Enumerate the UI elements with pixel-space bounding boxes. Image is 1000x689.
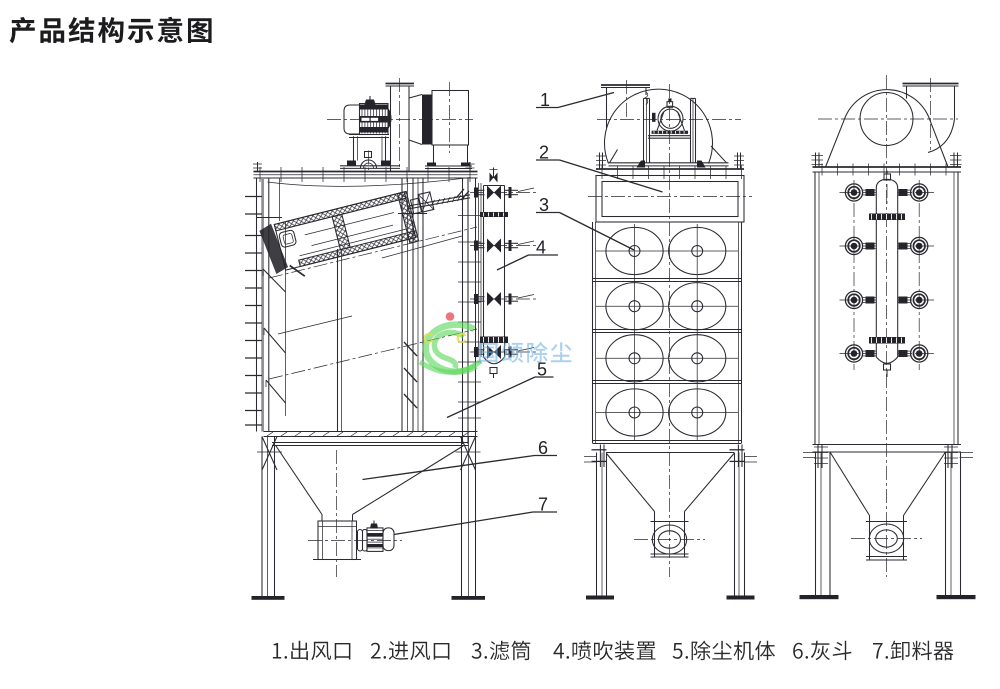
svg-text:4: 4 — [536, 238, 546, 258]
svg-text:3: 3 — [539, 195, 549, 215]
svg-text:1: 1 — [540, 90, 550, 110]
svg-text:C C: C C — [423, 330, 476, 347]
svg-text:5: 5 — [537, 360, 547, 380]
svg-text:7: 7 — [538, 495, 548, 515]
svg-text:2: 2 — [539, 143, 549, 163]
svg-text:6: 6 — [538, 438, 548, 458]
